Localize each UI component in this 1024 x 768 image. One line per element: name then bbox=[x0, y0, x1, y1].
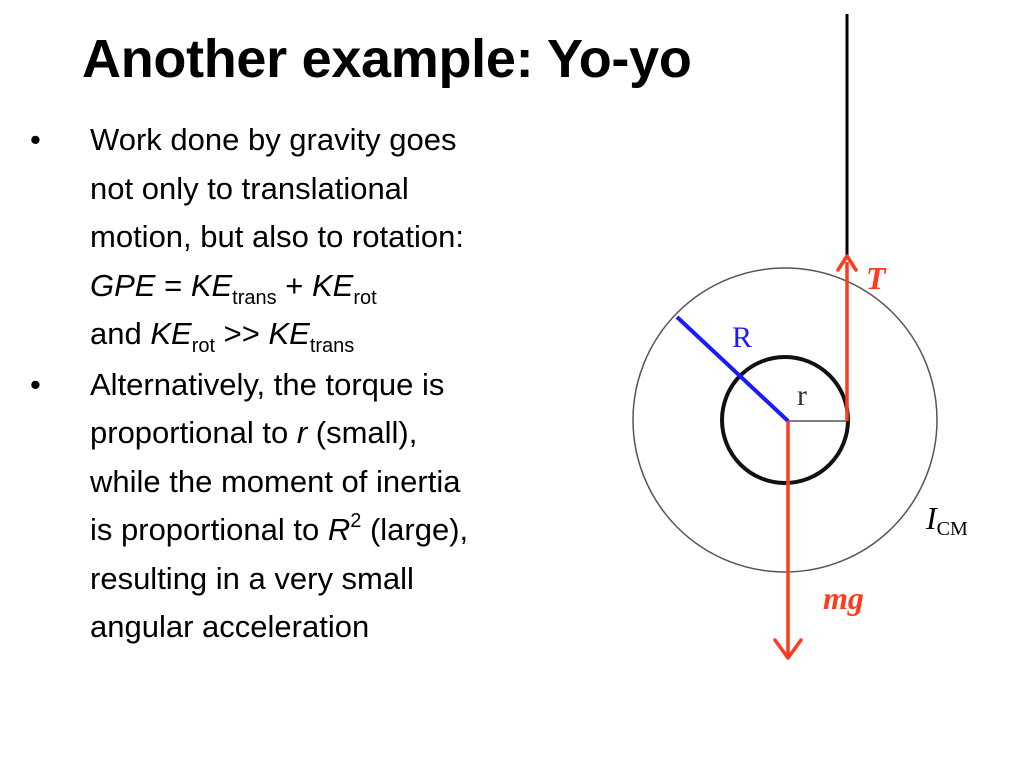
big-r-symbol: R bbox=[327, 512, 351, 547]
energy-equation: GPE = KEtrans + KErot bbox=[90, 262, 630, 311]
ke-symbol: KE bbox=[190, 267, 233, 303]
big-radius-label: R bbox=[732, 321, 752, 354]
ke-symbol: KE bbox=[311, 267, 354, 303]
subscript: rot bbox=[191, 335, 216, 357]
outer-disc bbox=[632, 267, 938, 573]
moment-symbol: I bbox=[925, 500, 938, 536]
slide-title: Another example: Yo-yo bbox=[82, 29, 692, 89]
gpe-symbol: GPE bbox=[90, 267, 156, 303]
text-line: Work done by gravity goes bbox=[90, 122, 457, 157]
superscript: 2 bbox=[350, 510, 362, 532]
text-line: resulting in a very small bbox=[90, 560, 414, 596]
text-fragment: (large), bbox=[361, 512, 469, 547]
bullet-dot: • bbox=[30, 366, 41, 402]
text-line: while the moment of inertia bbox=[90, 463, 461, 499]
and-text: and bbox=[90, 316, 151, 351]
plus-sign: + bbox=[276, 267, 312, 303]
text-fragment: proportional to bbox=[90, 415, 297, 450]
moment-of-inertia-label: ICM bbox=[925, 500, 968, 540]
text-fragment: is proportional to bbox=[90, 512, 328, 547]
subscript: trans bbox=[232, 286, 277, 309]
bullet-dot: • bbox=[30, 122, 41, 157]
bullet-item-torque: • Alternatively, the torque is proportio… bbox=[30, 361, 630, 652]
much-greater-sign: >> bbox=[215, 316, 269, 351]
small-radius-label: r bbox=[797, 379, 807, 412]
subscript: trans bbox=[309, 335, 355, 357]
equals-sign: = bbox=[155, 267, 191, 303]
small-r-symbol: r bbox=[296, 415, 308, 450]
text-line: Alternatively, the torque is bbox=[90, 366, 445, 402]
text-line: motion, but also to rotation: bbox=[90, 219, 464, 254]
big-radius-line bbox=[675, 315, 790, 423]
bullet-list: • Work done by gravity goes not only to … bbox=[30, 116, 630, 654]
subscript: rot bbox=[353, 286, 377, 309]
tension-label: T bbox=[866, 260, 887, 296]
weight-label: mg bbox=[823, 580, 864, 616]
text-fragment: (small), bbox=[307, 415, 418, 450]
gravity-arrowhead bbox=[773, 638, 803, 660]
ke-symbol: KE bbox=[268, 316, 310, 351]
energy-comparison: and KErot >> KEtrans bbox=[90, 310, 630, 359]
bullet-item-work: • Work done by gravity goes not only to … bbox=[30, 116, 630, 359]
ke-symbol: KE bbox=[150, 316, 192, 351]
text-line: angular acceleration bbox=[90, 609, 370, 644]
text-line: proportional to r (small), bbox=[90, 409, 630, 458]
tension-arrowhead bbox=[836, 254, 858, 272]
moment-subscript: CM bbox=[937, 518, 968, 540]
text-line: is proportional to R2 (large), bbox=[90, 506, 630, 555]
text-line: not only to translational bbox=[90, 170, 409, 206]
